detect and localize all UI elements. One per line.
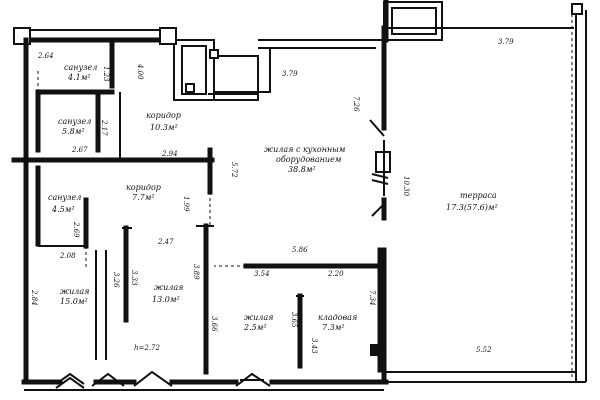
room-sanuzel2-area: 5.8м² xyxy=(62,127,85,136)
dim-365: 3.65 xyxy=(290,312,298,328)
room-living-name2: оборудованием xyxy=(276,155,342,164)
room-koridor1-name: коридор xyxy=(146,111,181,120)
duct-sq-1 xyxy=(185,83,195,93)
dim-247: 2.47 xyxy=(157,238,174,246)
room-koridor2-name: коридор xyxy=(126,183,161,192)
room-bed2-name: жилая xyxy=(154,283,183,292)
interior-walls xyxy=(11,37,391,375)
room-sanuzel2-name: санузел xyxy=(58,117,91,126)
ventilation-shaft xyxy=(159,0,443,101)
duct-sq-2 xyxy=(209,49,219,59)
room-bed3-name: жилая xyxy=(244,313,273,322)
column-hatch xyxy=(371,173,389,185)
dim-294: 2.94 xyxy=(161,150,178,158)
bottom-windows xyxy=(55,370,271,389)
dim-217: 2.17 xyxy=(100,119,108,136)
dim-552: 5.52 xyxy=(476,346,492,354)
dim-734: 7.34 xyxy=(368,290,376,306)
room-bed1-area: 15.0м² xyxy=(60,297,88,306)
window-4 xyxy=(235,372,271,387)
room-labels: санузел 4.1м² санузел 5.8м² коридор 10.3… xyxy=(48,63,498,332)
exterior-walls xyxy=(13,25,389,391)
dim-333: 3.33 xyxy=(130,270,138,286)
column-storage xyxy=(370,344,382,356)
room-terrace-name: терраса xyxy=(460,191,497,200)
terrace-corner xyxy=(571,3,583,15)
dim-400: 4.00 xyxy=(136,63,144,80)
door-arcs xyxy=(37,68,246,270)
dim-123: 1.23 xyxy=(102,66,110,82)
duct-b xyxy=(214,55,259,93)
duct-a-inner xyxy=(181,45,207,95)
window-3 xyxy=(133,370,173,387)
dim-1030: 10.30 xyxy=(402,176,410,197)
room-koridor1-area: 10.3м² xyxy=(150,123,178,132)
room-koridor2-area: 7.7м² xyxy=(132,193,155,202)
window-2 xyxy=(91,372,125,387)
dim-379a: 3.79 xyxy=(282,70,298,78)
dim-343: 3.43 xyxy=(310,338,318,354)
dim-572: 5.72 xyxy=(230,162,238,178)
dim-389: 3.89 xyxy=(192,264,200,280)
dimension-labels: 2.64 1.23 4.00 3.79 3.79 7.26 2.17 2.67 … xyxy=(30,38,514,354)
room-storage-area: 7.3м² xyxy=(322,323,345,332)
dim-264: 2.64 xyxy=(37,52,54,60)
duct-sq-3 xyxy=(159,27,177,45)
duct-e xyxy=(200,93,259,101)
dim-199: 1.99 xyxy=(182,196,190,212)
room-storage-name: кладовая xyxy=(318,313,357,322)
room-living-area: 38.8м² xyxy=(288,165,316,174)
terrace-outline xyxy=(384,3,587,383)
room-bed2-area: 13.0м² xyxy=(152,295,180,304)
duct-d xyxy=(258,48,271,93)
dim-366: 3.66 xyxy=(210,316,218,332)
room-sanuzel3-area: 4.5м² xyxy=(51,205,75,214)
dim-354: 3.54 xyxy=(254,270,270,278)
room-living-name: жилая с кухонным xyxy=(264,145,346,154)
column-door-1 xyxy=(369,119,385,217)
room-bed1-name: жилая xyxy=(60,287,89,296)
dim-379b: 3.79 xyxy=(498,38,514,46)
dim-284: 2.84 xyxy=(30,289,38,306)
dim-326: 3.26 xyxy=(112,272,120,288)
shaft-top-inner xyxy=(391,7,437,35)
window-1 xyxy=(55,372,85,389)
dim-586: 5.86 xyxy=(292,246,308,254)
room-sanuzel1-name: санузел xyxy=(64,63,97,72)
room-sanuzel1-area: 4.1м² xyxy=(67,73,91,82)
room-bed3-area: 2.5м² xyxy=(243,323,267,332)
room-sanuzel3-name: санузел xyxy=(48,193,81,202)
duct-c xyxy=(258,39,384,49)
dim-208: 2.08 xyxy=(59,252,76,260)
dim-726: 7.26 xyxy=(352,96,360,112)
dim-267: 2.67 xyxy=(71,146,88,154)
ceiling-height: h=2.72 xyxy=(134,344,161,352)
dim-269: 2.69 xyxy=(72,221,80,238)
room-terrace-area: 17.3(57.6)м² xyxy=(446,203,498,212)
dim-220: 2.20 xyxy=(327,270,344,278)
